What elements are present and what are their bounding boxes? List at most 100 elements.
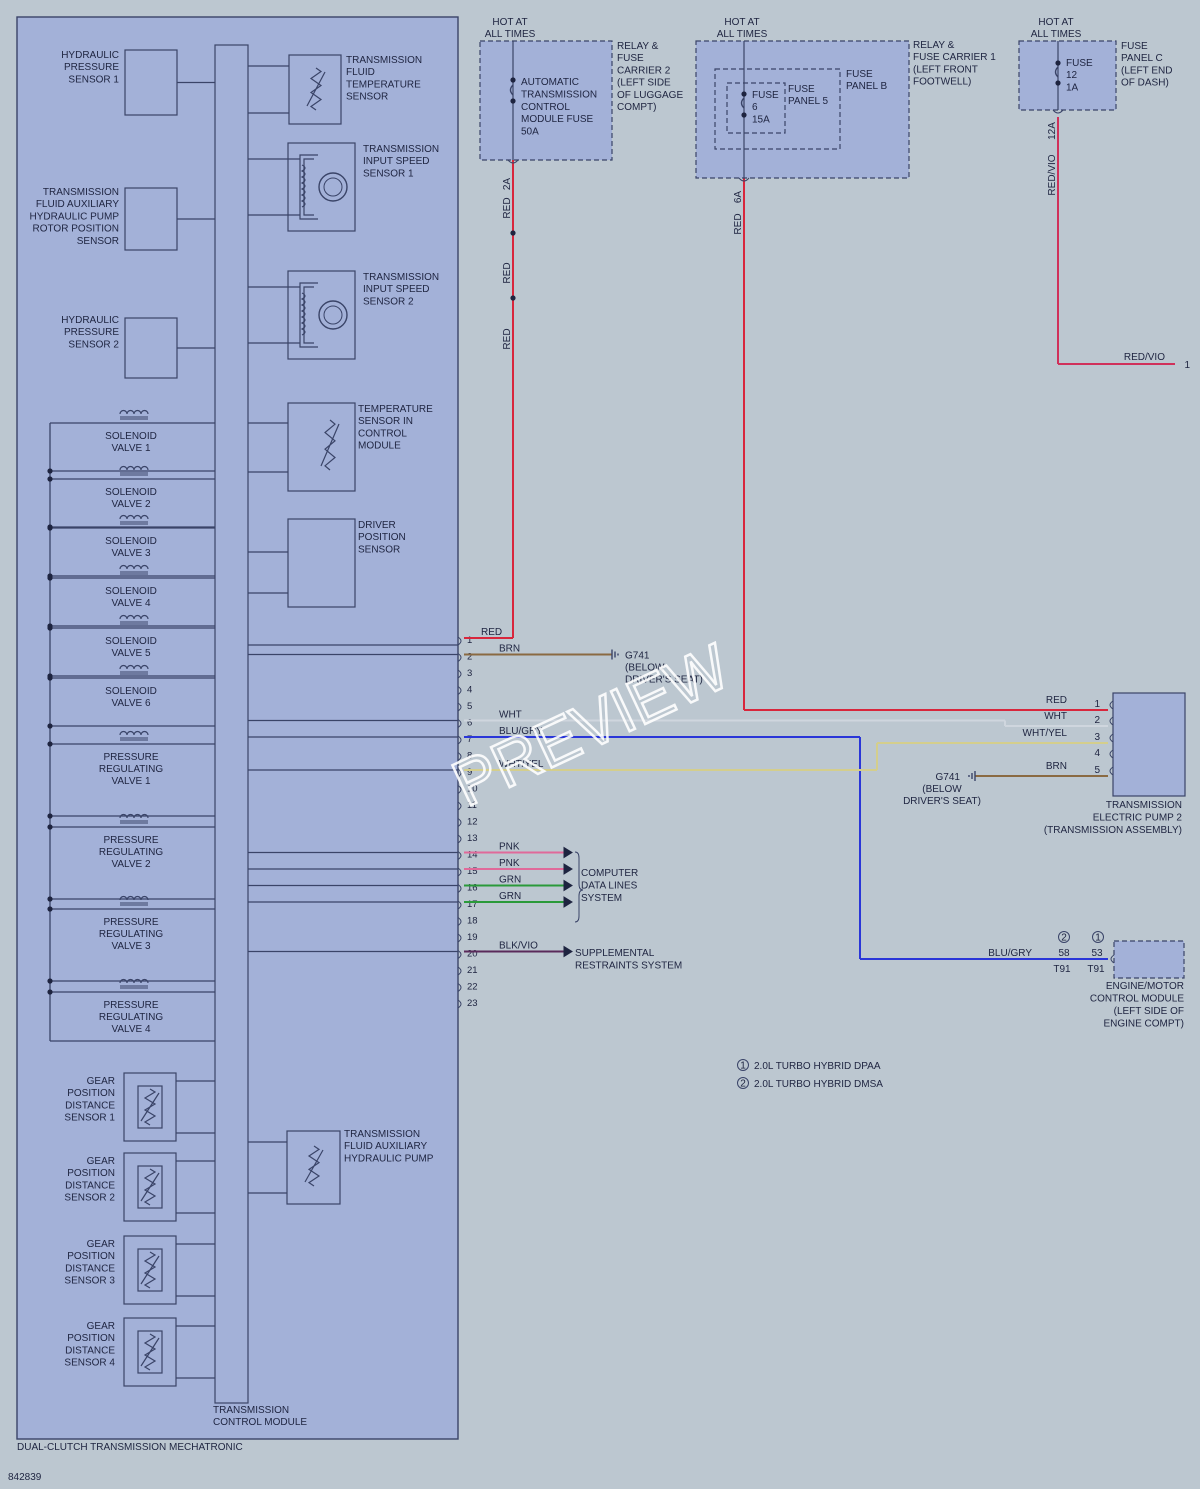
- left-sensor-label: TRANSMISSION: [43, 187, 119, 198]
- valve-label: SOLENOID: [105, 686, 157, 697]
- ground-name: G741: [936, 772, 961, 783]
- wire-color-label: PNK: [499, 842, 520, 853]
- fuse-12-label: 12: [1066, 70, 1078, 81]
- variable-arrow: [140, 1172, 160, 1202]
- wire-color-label: BLU/GRY: [499, 726, 543, 737]
- speed-sensor-label: SENSOR 2: [363, 296, 414, 307]
- gear-wheel-hub: [323, 177, 343, 197]
- coil-symbol: [119, 465, 149, 471]
- connector-pin-number: 10: [467, 784, 478, 795]
- note-marker-number: 2: [1061, 933, 1067, 944]
- splice-dot: [47, 625, 53, 631]
- circuit-number: 12A: [1047, 122, 1058, 140]
- speed-sensor-bracket: [299, 282, 318, 348]
- fluid-temp-sensor-box: [288, 54, 342, 125]
- gear-sensor-label: POSITION: [67, 1088, 115, 1099]
- variable-arrow: [304, 1149, 324, 1183]
- valve-label: VALVE 1: [111, 776, 151, 787]
- relay-carrier-2: [479, 40, 613, 161]
- speed-sensor-label: INPUT SPEED: [363, 156, 430, 167]
- fuse-panel-c-label: PANEL C: [1121, 53, 1163, 64]
- relay-carrier-1-label: (LEFT FRONT: [913, 64, 978, 75]
- ground-location: (BELOW: [922, 784, 962, 795]
- srs-label: RESTRAINTS SYSTEM: [575, 961, 682, 972]
- valve-label: VALVE 3: [111, 941, 151, 952]
- fuse-symbol: [509, 84, 514, 96]
- ecm-label: ENGINE COMPT): [1103, 1019, 1184, 1030]
- fluid-temp-sensor-label: SENSOR: [346, 92, 388, 103]
- splice-dot: [510, 230, 516, 236]
- pump2-pin-number: 3: [1094, 732, 1100, 743]
- valve-label: VALVE 6: [111, 698, 151, 709]
- fuse-panel-b-label: PANEL B: [846, 81, 887, 92]
- arrow-icon: [563, 846, 573, 859]
- gear-sensor-inner: [137, 1248, 163, 1292]
- pump2-label: ELECTRIC PUMP 2: [1093, 813, 1183, 824]
- relay-carrier-1-label: FOOTWELL): [913, 77, 971, 88]
- relay-carrier-2-label: RELAY &: [617, 41, 659, 52]
- pump2-wire-label: BRN: [1046, 761, 1067, 772]
- relay-carrier-1-label: FUSE CARRIER 1: [913, 52, 996, 63]
- fuse-6-label: 15A: [752, 114, 770, 125]
- connector-pin-symbol: [457, 752, 462, 761]
- gear-sensor-box: [123, 1072, 177, 1142]
- fuse-panel-b-label: FUSE: [846, 69, 873, 80]
- relay-carrier-2-label: OF LUGGAGE: [617, 90, 683, 101]
- relay-carrier-2-label: (LEFT SIDE: [617, 78, 671, 89]
- module-temp-sensor-box: [287, 402, 356, 492]
- gear-wheel-icon: [318, 172, 348, 202]
- ecm-connector: T91: [1053, 964, 1071, 975]
- speed-sensor-label: TRANSMISSION: [363, 144, 439, 155]
- note-marker: [1092, 931, 1104, 943]
- connector-female: [1052, 109, 1064, 114]
- pump2-wire-label: WHT/YEL: [1023, 728, 1068, 739]
- gear-sensor-label: SENSOR 1: [64, 1113, 115, 1124]
- splice-dot: [47, 675, 53, 681]
- continuation-ref: 1: [1184, 360, 1190, 371]
- connector-pin-symbol: [457, 917, 462, 926]
- gear-sensor-label: POSITION: [67, 1168, 115, 1179]
- pump2-label: (TRANSMISSION ASSEMBLY): [1044, 825, 1182, 836]
- valve-label: VALVE 4: [111, 598, 151, 609]
- connector-pin-number: 11: [467, 800, 477, 811]
- connector-pin-number: 23: [467, 998, 478, 1009]
- ground-symbol: [968, 771, 976, 781]
- aux-pump-label: TRANSMISSION: [344, 1129, 420, 1140]
- connector-pin-number: 21: [467, 965, 478, 976]
- connector-pin-number: 1: [467, 635, 472, 646]
- coil-symbol: [119, 813, 149, 819]
- ground-location: DRIVER'S SEAT): [903, 796, 981, 807]
- driver-position-sensor-label: DRIVER: [358, 520, 396, 531]
- coil-symbol: [119, 664, 149, 670]
- coil-symbol: [119, 730, 149, 736]
- tcm-label: CONTROL MODULE: [213, 1417, 307, 1428]
- splice-dot: [510, 77, 516, 83]
- pump2-pin-symbol: [1109, 766, 1114, 776]
- gear-sensor-label: GEAR: [87, 1239, 115, 1250]
- valve-label: SOLENOID: [105, 536, 157, 547]
- fluid-temp-sensor-label: TRANSMISSION: [346, 55, 422, 66]
- connector-pin-number: 18: [467, 916, 478, 927]
- pump2-pin-symbol: [1109, 700, 1114, 710]
- diagram-id: 842839: [8, 1472, 42, 1483]
- gear-sensor-label: POSITION: [67, 1333, 115, 1344]
- hot-at-all-times: HOT AT: [1038, 17, 1073, 28]
- ecm-pin-number: 58: [1058, 948, 1070, 959]
- connector-female: [738, 177, 750, 182]
- valve-label: PRESSURE: [103, 752, 158, 763]
- valve-label: VALVE 2: [111, 499, 151, 510]
- data-lines-label: DATA LINES: [581, 881, 638, 892]
- left-sensor-label: ROTOR POSITION: [33, 224, 120, 235]
- speed-sensor-label: INPUT SPEED: [363, 284, 430, 295]
- connector-pin-number: 9: [467, 767, 472, 778]
- wire-color-label: RED: [502, 328, 513, 349]
- valve-label: PRESSURE: [103, 835, 158, 846]
- module-temp-sensor-label: CONTROL: [358, 428, 407, 439]
- left-sensor-label: HYDRAULIC PUMP: [30, 211, 120, 222]
- gear-sensor-label: GEAR: [87, 1076, 115, 1087]
- coil-symbol: [119, 978, 149, 984]
- note-text: 2.0L TURBO HYBRID DMSA: [754, 1079, 883, 1090]
- data-lines-label: COMPUTER: [581, 868, 638, 879]
- relay-carrier-2-label: FUSE: [617, 53, 644, 64]
